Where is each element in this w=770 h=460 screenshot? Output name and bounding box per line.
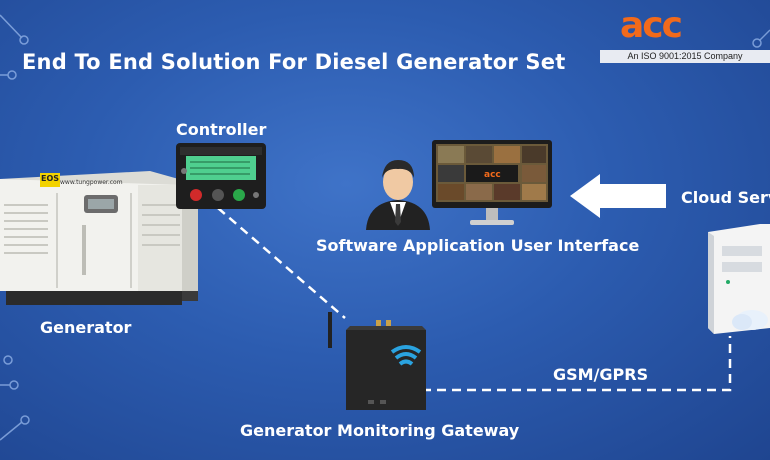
gsm-gprs-label: GSM/GPRS (553, 365, 649, 384)
cloud-server-label: Cloud Serv (681, 188, 770, 207)
gateway-label: Generator Monitoring Gateway (240, 421, 520, 440)
gateway-device-icon (328, 312, 426, 410)
logo-tagline: An ISO 9001:2015 Company (600, 50, 770, 63)
software-ui-label: Software Application User Interface (316, 236, 640, 255)
gateway-cloud-link (422, 336, 732, 392)
generator-badge: EOS (41, 174, 60, 183)
controller-label: Controller (176, 120, 267, 139)
controller-gateway-link (217, 207, 346, 319)
page-title: End To End Solution For Diesel Generator… (22, 50, 566, 74)
monitor-logo-text: acc (484, 170, 501, 180)
user-avatar-icon (366, 160, 430, 230)
generator-brand-text: www.tungpower.com (60, 179, 123, 186)
cloud-to-ui-arrow-icon (570, 174, 666, 218)
controller-device-icon (176, 143, 266, 209)
generator-label: Generator (40, 318, 132, 337)
generator-icon: www.tungpower.com (0, 171, 200, 305)
monitor-icon: acc (432, 140, 552, 225)
acc-logo: acc (620, 5, 683, 46)
cloud-server-icon (708, 224, 770, 334)
